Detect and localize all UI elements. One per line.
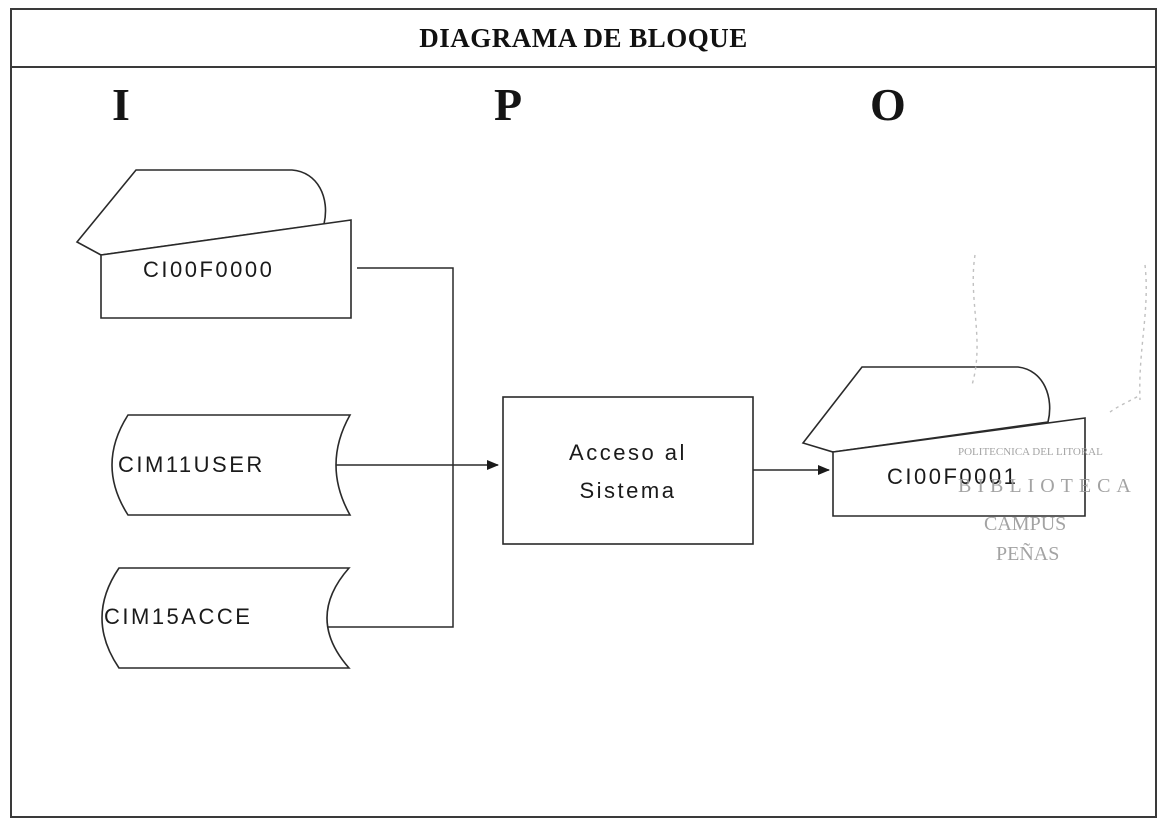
input-storage-cim15acce: CIM15ACCE	[101, 567, 351, 669]
process-label-line1: Acceso al	[569, 440, 687, 465]
stored-data-shape	[111, 414, 352, 516]
library-stamp: POLITECNICA DEL LITORAL BIBLIOTECA CAMPU…	[958, 254, 1147, 565]
node-label: CI00F0000	[143, 257, 274, 282]
connector-bus-line	[327, 267, 454, 628]
document-shape-front	[100, 219, 352, 319]
input-file-ci00f0000: CI00F0000	[75, 169, 352, 319]
input-storage-cim11user: CIM11USER	[111, 414, 352, 516]
stamp-text-line1: POLITECNICA DEL LITORAL	[958, 446, 1103, 458]
column-header-input: I	[112, 79, 130, 130]
output-file-ci00f0001: CI00F0001	[801, 366, 1086, 517]
document-shape-front	[832, 417, 1086, 517]
stamp-ring-fragment	[971, 254, 1147, 413]
process-box: Acceso al Sistema	[502, 396, 754, 545]
process-rect	[502, 396, 754, 545]
diagram-title: DIAGRAMA DE BLOQUE	[419, 22, 748, 53]
stamp-text-line4: PEÑAS	[996, 541, 1059, 565]
display-shape-back	[801, 366, 1051, 453]
stored-data-shape	[101, 567, 351, 669]
stamp-text-line2: BIBLIOTECA	[958, 475, 1137, 497]
column-header-process: P	[494, 79, 522, 130]
title-bar: DIAGRAMA DE BLOQUE	[12, 10, 1155, 68]
column-header-output: O	[870, 79, 906, 130]
stamp-text-line3: CAMPUS	[984, 513, 1066, 535]
node-label: CIM11USER	[118, 452, 265, 477]
node-label: CI00F0001	[887, 464, 1018, 489]
node-label: CIM15ACCE	[104, 604, 252, 629]
process-label-line2: Sistema	[580, 478, 677, 503]
